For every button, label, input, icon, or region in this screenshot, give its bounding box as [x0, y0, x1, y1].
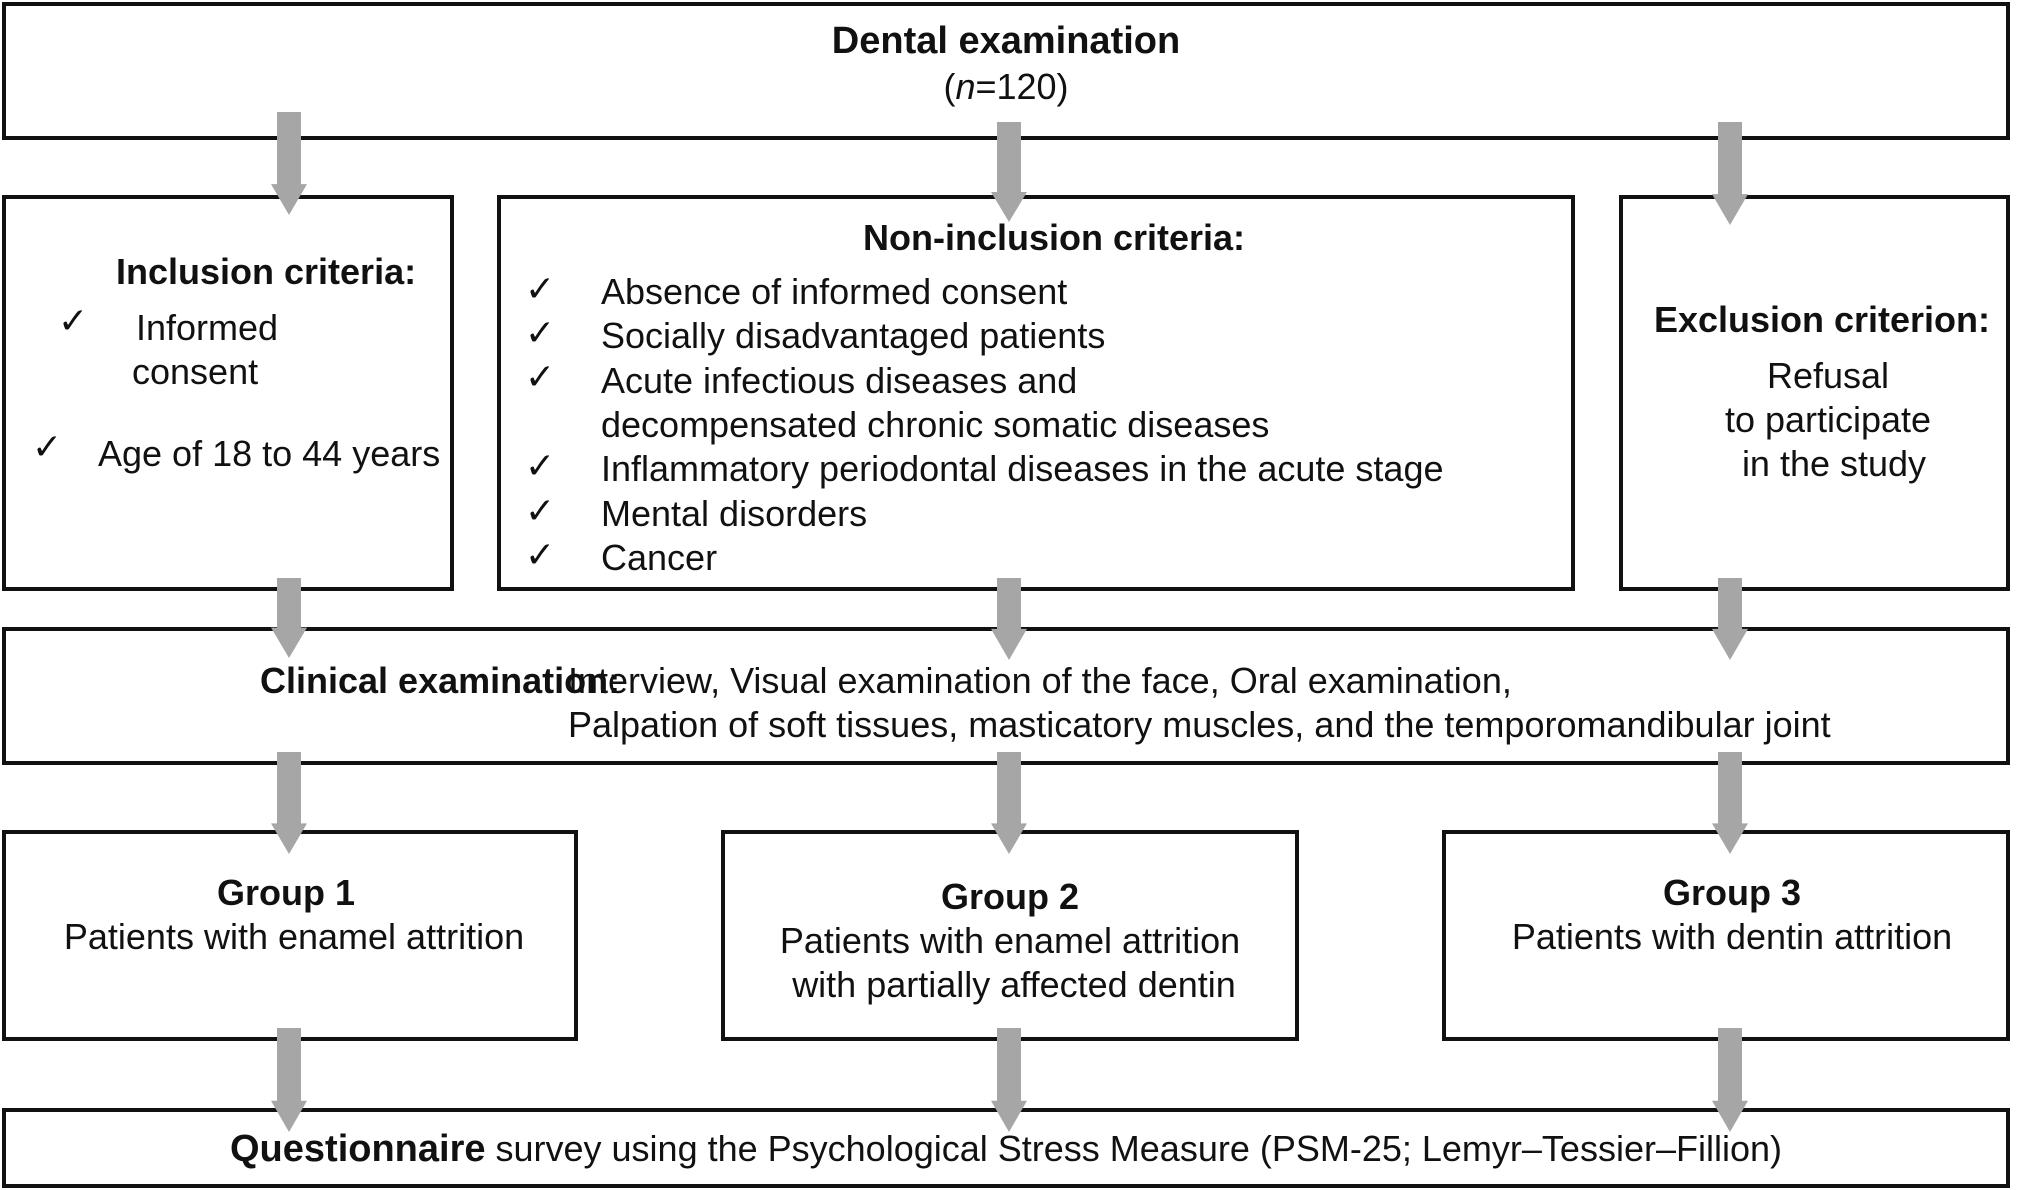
group-title: Group 1: [216, 872, 355, 913]
check-icon: ✓: [525, 491, 556, 532]
check-icon: ✓: [58, 301, 89, 342]
down-arrow-icon: [271, 112, 307, 215]
exclusion-line: to participate: [1724, 399, 1932, 440]
check-icon: ✓: [525, 269, 556, 310]
group-1-box: Group 1 Patients with enamel attrition: [2, 830, 578, 1041]
group-title: Group 3: [1662, 872, 1801, 913]
non-inclusion-item: Socially disadvantaged patients: [601, 315, 1106, 356]
inclusion-item: Age of 18 to 44 years: [98, 433, 441, 474]
non-inclusion-item: Acute infectious diseases and: [601, 360, 1078, 401]
dental-examination-title: Dental examination: [831, 20, 1181, 62]
check-icon: ✓: [525, 535, 556, 576]
clinical-examination-line: Palpation of soft tissues, masticatory m…: [568, 704, 1831, 745]
group-description: Patients with enamel attrition: [63, 916, 525, 957]
down-arrow-icon: [1712, 578, 1748, 660]
check-icon: ✓: [525, 357, 556, 398]
down-arrow-icon: [1712, 752, 1748, 854]
exclusion-criterion-title: Exclusion criterion:: [1653, 299, 1991, 340]
group-description: Patients with dentin attrition: [1511, 916, 1953, 957]
non-inclusion-item: Mental disorders: [601, 493, 868, 534]
down-arrow-icon: [991, 578, 1027, 660]
non-inclusion-criteria-box: Non-inclusion criteria: ✓ Absence of inf…: [497, 195, 1575, 591]
down-arrow-icon: [1712, 1028, 1748, 1132]
check-icon: ✓: [525, 313, 556, 354]
check-icon: ✓: [32, 427, 63, 468]
exclusion-line: in the study: [1741, 443, 1927, 484]
sample-size: (n=120): [943, 66, 1069, 107]
group-description: Patients with enamel attrition: [779, 920, 1241, 961]
down-arrow-icon: [271, 752, 307, 854]
inclusion-item: Informed: [136, 307, 279, 348]
non-inclusion-item: Inflammatory periodontal diseases in the…: [601, 448, 1444, 489]
down-arrow-icon: [1712, 122, 1748, 225]
inclusion-item: consent: [132, 351, 259, 392]
non-inclusion-item: Absence of informed consent: [601, 271, 1068, 312]
inclusion-criteria-title: Inclusion criteria:: [116, 251, 417, 292]
down-arrow-icon: [271, 578, 307, 658]
non-inclusion-item: decompensated chronic somatic diseases: [601, 404, 1270, 445]
exclusion-criterion-box: Exclusion criterion: Refusal to particip…: [1619, 195, 2010, 591]
questionnaire-text: Questionnaire survey using the Psycholog…: [230, 1128, 1782, 1170]
dental-examination-box: Dental examination (n=120): [2, 2, 2010, 140]
non-inclusion-item: Cancer: [601, 537, 718, 578]
down-arrow-icon: [271, 1028, 307, 1132]
inclusion-criteria-box: Inclusion criteria: ✓ Informed consent ✓…: [2, 195, 454, 591]
group-2-box: Group 2 Patients with enamel attrition w…: [721, 830, 1299, 1041]
clinical-examination-line: Interview, Visual examination of the fac…: [568, 660, 1512, 701]
group-title: Group 2: [940, 876, 1079, 917]
clinical-examination-label: Clinical examination:: [260, 660, 621, 701]
non-inclusion-criteria-title: Non-inclusion criteria:: [863, 217, 1246, 258]
exclusion-line: Refusal: [1766, 355, 1890, 396]
group-3-box: Group 3 Patients with dentin attrition: [1442, 830, 2010, 1041]
down-arrow-icon: [991, 1028, 1027, 1132]
check-icon: ✓: [525, 446, 556, 487]
group-description: with partially affected dentin: [792, 964, 1236, 1005]
down-arrow-icon: [991, 122, 1027, 222]
down-arrow-icon: [991, 752, 1027, 854]
